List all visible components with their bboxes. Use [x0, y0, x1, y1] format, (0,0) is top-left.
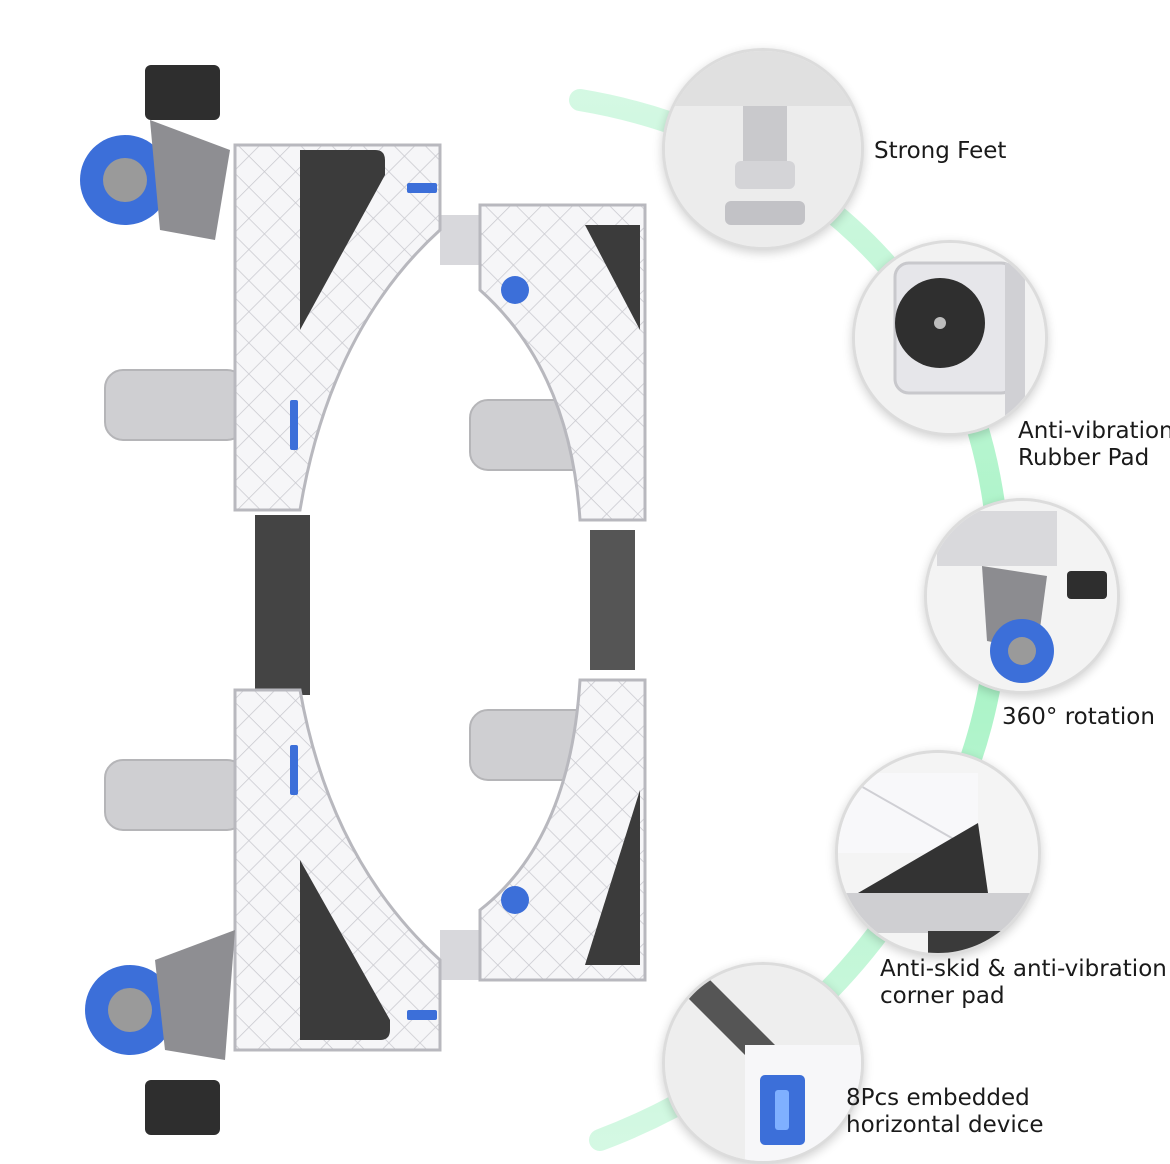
- washer-base-frame: [80, 65, 647, 1135]
- horizontal-device-image: [662, 962, 864, 1164]
- rubber-pad-image: [852, 240, 1048, 436]
- feature-label-rubber-pad: Anti-vibration Rubber Pad: [1018, 418, 1170, 471]
- feature-label-horizontal-device: 8Pcs embedded horizontal device: [846, 1085, 1044, 1138]
- caster-wheel-image: [924, 498, 1120, 694]
- feature-label-strong-feet: Strong Feet: [874, 138, 1007, 164]
- strong-feet-image: [662, 48, 864, 250]
- feature-label-rotation: 360° rotation: [1002, 704, 1155, 730]
- feature-label-corner-pad: Anti-skid & anti-vibration corner pad: [880, 956, 1167, 1009]
- corner-pad-image: [835, 750, 1041, 956]
